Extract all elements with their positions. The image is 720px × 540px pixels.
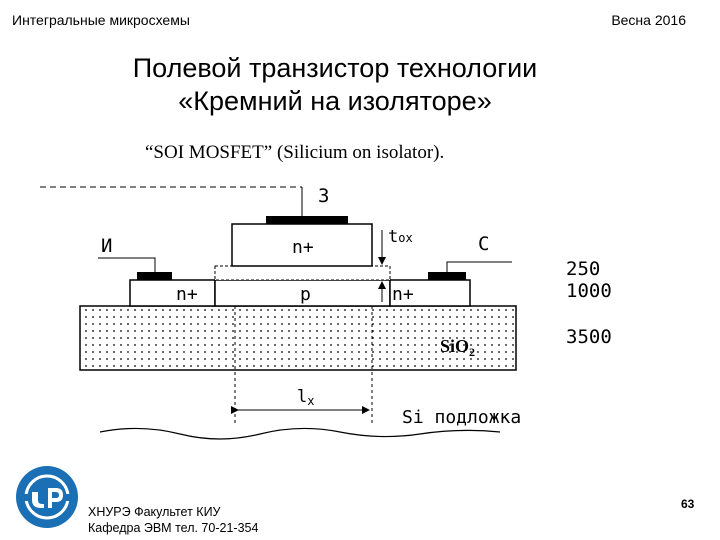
source-label: И: [101, 235, 112, 257]
substrate-wavy-line: [99, 427, 501, 440]
lx-label: lx: [297, 387, 314, 408]
sio2-sub: 2: [469, 345, 475, 359]
sio2-main: SiO: [440, 336, 469, 356]
university-logo: [16, 466, 78, 528]
source-lead: [98, 257, 156, 272]
drain-n-plus-region: [389, 279, 471, 307]
substrate-label: Si подложка: [402, 407, 521, 428]
header-course: Интегральные микросхемы: [12, 12, 190, 28]
dim-250: 250: [566, 258, 600, 280]
page-number: 63: [681, 497, 695, 511]
gate-poly-region: [231, 223, 373, 267]
channel-p-region: [214, 279, 391, 307]
gate-contact: [266, 216, 348, 224]
gate-oxide-layer: [214, 265, 391, 281]
gate-label: З: [318, 185, 329, 207]
slide-subtitle: “SOI MOSFET” (Silicium on isolator).: [145, 142, 445, 163]
drain-n-plus-label: n+: [392, 284, 414, 305]
source-contact: [137, 272, 172, 280]
gate-n-plus-label: n+: [292, 237, 314, 258]
title-line-1: Полевой транзистор технологии: [132, 53, 538, 83]
dim-1000: 1000: [566, 280, 612, 302]
drain-label: С: [478, 233, 489, 255]
drain-lead: [446, 261, 512, 272]
lx-main: l: [297, 387, 307, 407]
tox-t: t: [388, 227, 398, 247]
footer-line-2: Кафедра ЭВМ тел. 70-21-354: [88, 521, 259, 535]
footer-text: ХНУРЭ Факультет КИУ Кафедра ЭВМ тел. 70-…: [88, 504, 258, 536]
footer-line-1: ХНУРЭ Факультет КИУ: [88, 505, 221, 519]
buried-oxide-layer: [79, 305, 517, 371]
tox-sub: ox: [398, 231, 412, 245]
lx-sub: x: [307, 394, 314, 408]
channel-p-label: p: [300, 284, 311, 305]
sio2-label: SiO2: [440, 336, 475, 359]
header-semester: Весна 2016: [611, 12, 686, 28]
slide-title: Полевой транзистор технологии «Кремний н…: [0, 52, 670, 118]
tox-label: tox: [388, 227, 413, 247]
dim-3500: 3500: [566, 326, 612, 348]
source-n-plus-region: [129, 279, 216, 307]
title-line-2: «Кремний на изоляторе»: [178, 86, 492, 116]
source-n-plus-label: n+: [176, 284, 198, 305]
drain-contact: [428, 272, 466, 280]
